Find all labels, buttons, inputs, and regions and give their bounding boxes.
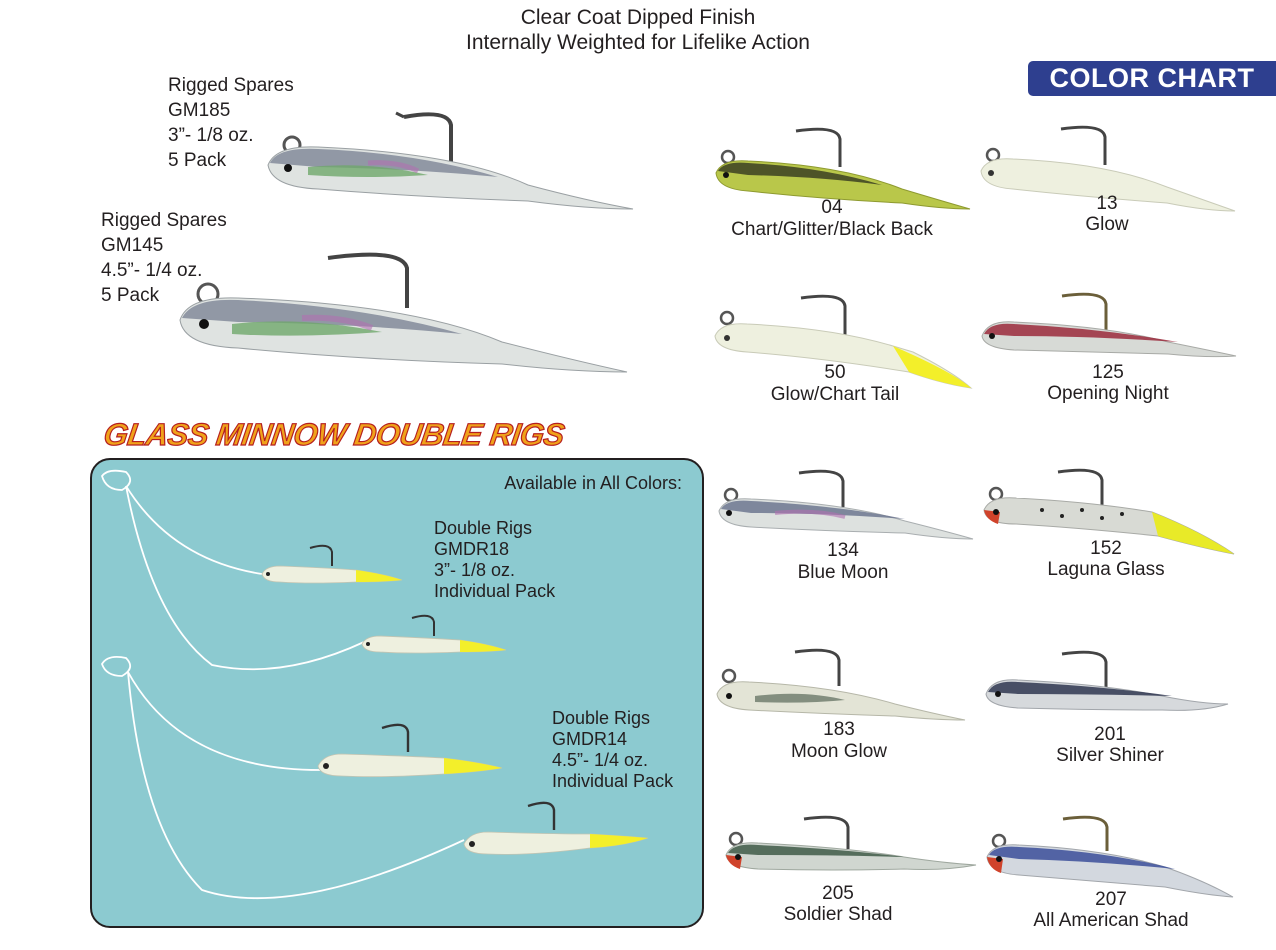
spare-title: Rigged Spares bbox=[168, 75, 294, 96]
minnow-image bbox=[725, 815, 977, 871]
swatch-code: 205 bbox=[822, 883, 854, 904]
swatch-name: Chart/Glitter/Black Back bbox=[731, 219, 933, 240]
swatch-code: 04 bbox=[821, 197, 843, 218]
header-line-2: Clear Coat Dipped Finish bbox=[520, 6, 756, 29]
swatch-code: 207 bbox=[1095, 889, 1127, 910]
rig-minnow-4 bbox=[463, 801, 649, 855]
spare-label-gm145: Rigged Spares GM145 4.5”- 1/4 oz. 5 Pack bbox=[101, 208, 227, 308]
minnow-image bbox=[985, 650, 1229, 711]
minnow-image bbox=[983, 468, 1235, 555]
rig-title: Double Rigs bbox=[552, 708, 651, 728]
minnow-image bbox=[715, 127, 971, 210]
spare-sku: GM185 bbox=[168, 100, 231, 121]
swatch-name: Glow/Chart Tail bbox=[770, 384, 900, 405]
rig-pack: Individual Pack bbox=[552, 771, 674, 791]
spare-size: 4.5”- 1/4 oz. bbox=[101, 260, 203, 281]
rig-size: 3”- 1/8 oz. bbox=[434, 560, 516, 580]
swatch-code: 125 bbox=[1092, 362, 1124, 383]
minnow-image bbox=[980, 125, 1236, 212]
rig-minnow-1 bbox=[261, 544, 403, 584]
rig-sku: GMDR18 bbox=[434, 539, 510, 559]
swatch-name: Blue Moon bbox=[797, 562, 889, 583]
rig-minnow-2 bbox=[361, 614, 507, 654]
minnow-image bbox=[981, 292, 1237, 358]
minnow-image bbox=[718, 469, 974, 540]
spare-pack: 5 Pack bbox=[168, 150, 227, 171]
double-rigs-panel: Available in All Colors: Double Rigs GMD… bbox=[90, 458, 704, 928]
swatch-name: Soldier Shad bbox=[783, 904, 893, 925]
minnow-image bbox=[986, 815, 1234, 898]
color-chart-badge: COLOR CHART bbox=[1028, 61, 1276, 96]
rig-size: 4.5”- 1/4 oz. bbox=[552, 750, 649, 770]
rig-pack: Individual Pack bbox=[434, 581, 556, 601]
swatch-code: 134 bbox=[827, 540, 859, 561]
minnow-image bbox=[714, 294, 973, 389]
swatch-name: Laguna Glass bbox=[1047, 559, 1165, 580]
minnow-image bbox=[716, 648, 966, 721]
swatch-name: All American Shad bbox=[1033, 910, 1189, 931]
header-line-3: Internally Weighted for Lifelike Action bbox=[466, 31, 810, 54]
rig-minnow-3 bbox=[317, 723, 503, 778]
rig-label-gmdr14: Double Rigs GMDR14 4.5”- 1/4 oz. Individ… bbox=[552, 708, 673, 792]
swatch-name: Glow bbox=[1085, 214, 1129, 235]
swatch-name: Moon Glow bbox=[790, 741, 888, 762]
leader-lines bbox=[101, 469, 465, 900]
spare-label-gm185: Rigged Spares GM185 3”- 1/8 oz. 5 Pack bbox=[168, 73, 294, 173]
swatch-code: 183 bbox=[823, 719, 855, 740]
minnow-image-gm185 bbox=[267, 111, 634, 210]
rig-title: Double Rigs bbox=[434, 518, 533, 538]
swatch-code: 201 bbox=[1094, 724, 1126, 745]
spare-title: Rigged Spares bbox=[101, 210, 227, 231]
rig-label-gmdr18: Double Rigs GMDR18 3”- 1/8 oz. Individua… bbox=[434, 518, 555, 602]
swatch-code: 50 bbox=[824, 362, 846, 383]
swatch-name: Opening Night bbox=[1047, 383, 1169, 404]
swatch-name: Silver Shiner bbox=[1056, 745, 1164, 766]
minnow-image-gm145 bbox=[179, 252, 628, 373]
spare-size: 3”- 1/8 oz. bbox=[168, 125, 254, 146]
rig-sku: GMDR14 bbox=[552, 729, 628, 749]
availability-note: Available in All Colors: bbox=[504, 473, 682, 493]
double-rigs-title: GLASS MINNOW DOUBLE RIGS bbox=[101, 416, 567, 452]
spare-sku: GM145 bbox=[101, 235, 164, 256]
swatch-code: 152 bbox=[1090, 538, 1122, 559]
spare-pack: 5 Pack bbox=[101, 285, 160, 306]
swatch-code: 13 bbox=[1096, 193, 1118, 214]
